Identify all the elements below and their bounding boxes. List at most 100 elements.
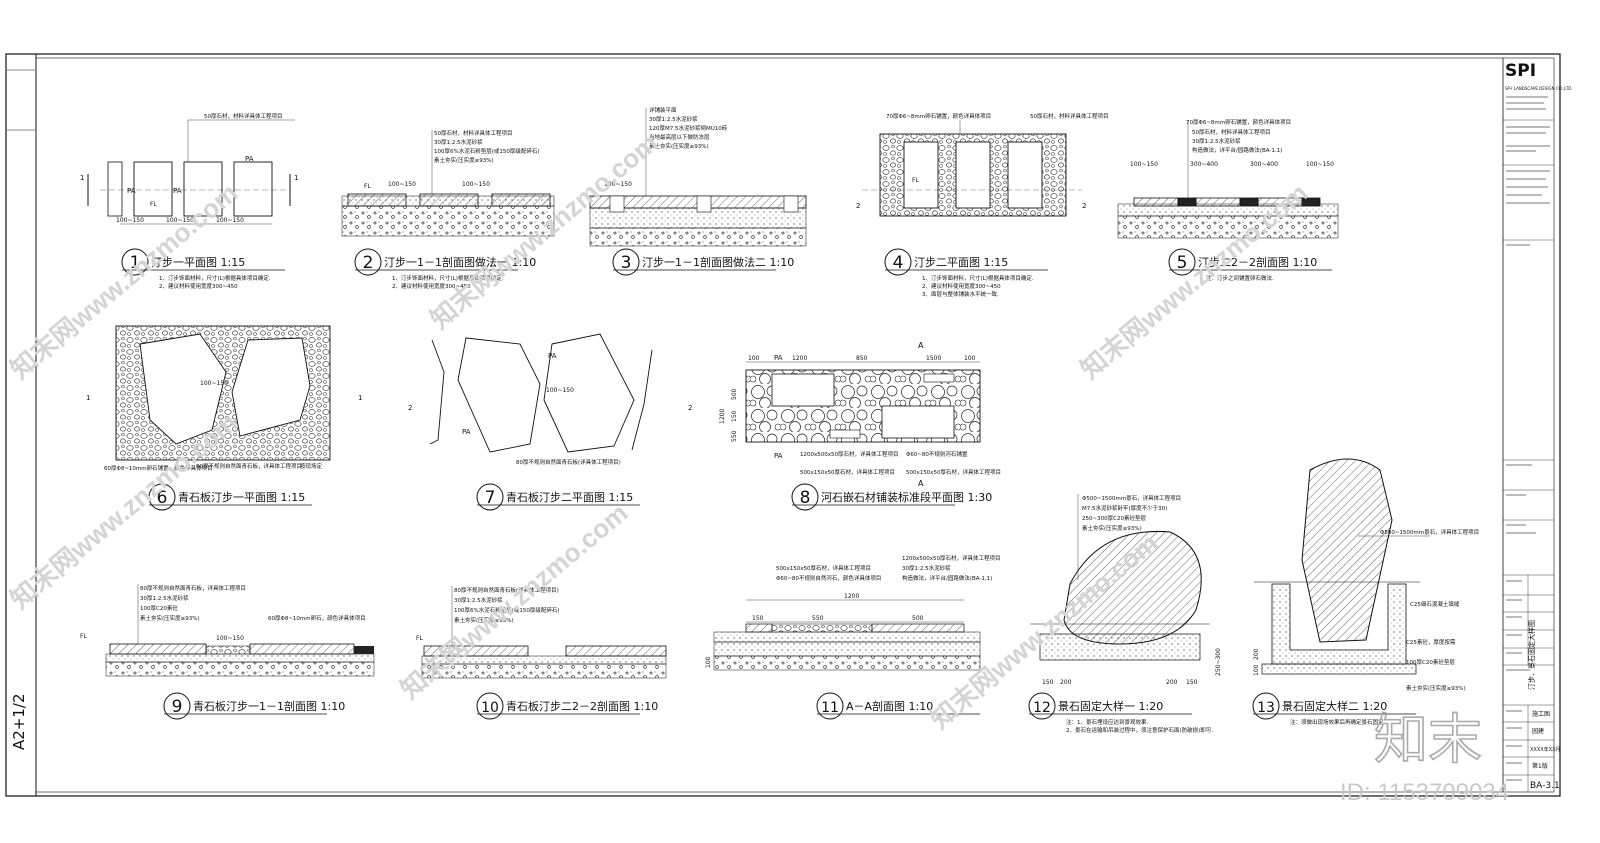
- section-mark: 1: [294, 174, 298, 182]
- detail-number: 6: [157, 488, 168, 508]
- fl-label: FL: [364, 183, 371, 190]
- pa-label: PA: [245, 155, 254, 163]
- callout-9a: 80厚不规则自然面青石板，详具体工程项目: [140, 584, 246, 592]
- dim-12d: 150: [1186, 679, 1198, 686]
- dim-8e: 100: [964, 355, 976, 362]
- detail-6: 100~150 60厚Φ8~10mm卵石铺置，颜色详具体项目 80厚不规则自然面…: [86, 325, 362, 472]
- pa-label: PA: [548, 352, 557, 360]
- dim-8f: 500: [731, 388, 738, 400]
- detail-number: 11: [821, 700, 839, 716]
- pa-label: PA: [127, 187, 136, 195]
- detail-number: 2: [363, 253, 374, 273]
- callout-8a: 1200x500x50厚石材，详具体工程项目: [800, 450, 899, 458]
- callout-4b: 50厚石材，材料详具体工程项目: [1030, 112, 1109, 120]
- dim-11e: 100: [705, 656, 712, 668]
- detail-number-circle: [148, 483, 176, 511]
- detail-4: FL 70厚Φ6~8mm卵石铺置，颜色详具体项目 50厚石材，材料详具体工程项目…: [856, 112, 1109, 217]
- dim-8c: 850: [856, 355, 868, 362]
- detail-number: 13: [1257, 700, 1275, 716]
- dim-12a: 150: [1042, 679, 1054, 686]
- section-mark: 2: [1082, 202, 1086, 210]
- detail-number-circle: [612, 248, 640, 276]
- callout-9e: 60厚Φ8~10mm卵石，颜色详具体项目: [268, 614, 366, 622]
- discipline-value: 园建: [1532, 727, 1544, 735]
- detail-note: 1、汀步饰面材料，尺寸(L)根据具体项目确定.: [159, 274, 271, 282]
- detail-title: 青石板汀步二平面图 1:15: [506, 490, 633, 504]
- section-mark: 2: [856, 202, 860, 210]
- callout-9c: 100厚C20素砼: [140, 604, 178, 612]
- callout-13d: 100厚C20素砼垫层: [1406, 658, 1455, 666]
- fl-label: FL: [912, 177, 919, 184]
- watermark-brand: 知末: [1374, 708, 1482, 771]
- detail-title: 汀步二平面图 1:15: [914, 256, 1008, 269]
- callout-5b: 50厚石材，材料详具体工程项目: [1192, 128, 1271, 136]
- detail-title: 汀步一1－1剖面图做法一 1:10: [384, 255, 536, 269]
- dim-11a: 150: [752, 615, 764, 622]
- pa-label: PA: [774, 452, 783, 460]
- detail-title: A－A剖面图 1:10: [846, 699, 933, 713]
- detail-number: 12: [1033, 700, 1051, 716]
- detail-number: 8: [800, 488, 811, 508]
- callout-12b: M7.5水泥砂浆卧牢(厚度不少于30): [1082, 504, 1167, 512]
- dim-13b: 100: [1253, 664, 1260, 676]
- detail-12: Φ500~1500mm景石，详具体工程项目 M7.5水泥砂浆卧牢(厚度不少于30…: [1030, 494, 1222, 686]
- callout-5a: 70厚Φ6~8mm卵石铺置，颜色详具体项目: [1186, 118, 1291, 126]
- callout-13b: C25细石混凝土填缝: [1410, 600, 1460, 608]
- fl-label: FL: [80, 633, 87, 640]
- drawing-title: 汀步、景石固定大样图: [1527, 620, 1536, 690]
- detail-number-circle: [1028, 692, 1056, 720]
- section-mark: 2: [408, 404, 412, 412]
- callout-10a: 80厚不规则自然面青石板(详具体工程项目): [454, 586, 559, 594]
- detail-number-circle: [1168, 248, 1196, 276]
- dim-8h: 150: [731, 410, 738, 422]
- dim-11d: 500: [912, 615, 924, 622]
- callout-3b: 30厚1:2.5水泥砂浆: [649, 115, 698, 123]
- detail-number-circle: [163, 692, 191, 720]
- dim-8a: 100: [748, 355, 760, 362]
- callout-8c: 500x150x50厚石材，详具体工程项目: [800, 468, 895, 476]
- callout-12a: Φ500~1500mm景石，详具体工程项目: [1082, 494, 1181, 502]
- detail-title: 青石板汀步一1－1剖面图 1:10: [193, 699, 345, 713]
- callout-3e: 素土夯实(压实度≥93%): [649, 142, 709, 150]
- detail-number-circle: [476, 483, 504, 511]
- callout-11c: 1200x500x50厚石材，详具体工程项目: [902, 554, 1001, 562]
- detail-number: 7: [485, 488, 496, 508]
- dim-12b: 200: [1060, 679, 1072, 686]
- callout-12d: 素土夯实(压实度≥93%): [1082, 524, 1142, 532]
- detail-title: 景石固定大样一 1:20: [1058, 699, 1163, 713]
- dim-5a: 100~150: [1130, 161, 1158, 168]
- dim-6: 100~150: [200, 380, 228, 387]
- callout-7: 80厚不规则自然面青石板(详具体工程项目): [516, 458, 621, 466]
- title-block: SPI SP-I LANDSCAPE DESIGN CO.,LTD.: [1502, 58, 1573, 792]
- stage-value: 施工图: [1532, 710, 1550, 718]
- dim-1a: 100~150: [116, 217, 144, 224]
- detail-note: 注：须做出现场效果后再确定景石固定.: [1290, 718, 1386, 726]
- dim-2a: 100~150: [388, 181, 416, 188]
- callout-4a: 70厚Φ6~8mm卵石铺置，颜色详具体项目: [886, 112, 991, 120]
- dim-1c: 100~150: [216, 217, 244, 224]
- detail-8: PA PA 100 1200 850 1500 100 500 1200 150…: [719, 341, 1001, 488]
- detail-note: 2、建议材料使用宽度300~450: [159, 282, 238, 290]
- callout-2d: 素土夯实(压实度≥93%): [434, 156, 494, 164]
- dim-11b: 550: [812, 615, 824, 622]
- inner-border: [35, 57, 1555, 793]
- callout-13c: C25素砼，厚度按需: [1406, 638, 1456, 646]
- detail-number-circle: [791, 483, 819, 511]
- callout-3a: 详铺装平面: [649, 106, 677, 114]
- callout-11b: Φ60~80不规则自然河石，颜色详具体项目: [776, 574, 881, 582]
- callout-11a: 500x150x50厚石材，详具体工程项目: [776, 564, 871, 572]
- callout-5c: 30厚1:2.5水泥砂浆: [1192, 137, 1241, 145]
- section-a-mark: A: [918, 341, 924, 350]
- detail-number: 3: [621, 253, 632, 273]
- detail-title: 汀步一1－1剖面图做法二 1:10: [642, 255, 794, 269]
- detail-11: 150 550 1200 500 100 500x150x50厚石材，详具体工程…: [705, 554, 1001, 671]
- callout-8b: Φ60~80不规则河石铺置: [906, 450, 968, 458]
- fl-label: FL: [150, 201, 157, 208]
- drawing-number: BA-3.1: [1530, 781, 1560, 791]
- detail-number-circle: [816, 692, 844, 720]
- fl-label: FL: [416, 635, 423, 642]
- dim-8g: 1200: [719, 409, 726, 424]
- dim-12c: 200: [1166, 679, 1178, 686]
- section-mark: 1: [86, 394, 90, 402]
